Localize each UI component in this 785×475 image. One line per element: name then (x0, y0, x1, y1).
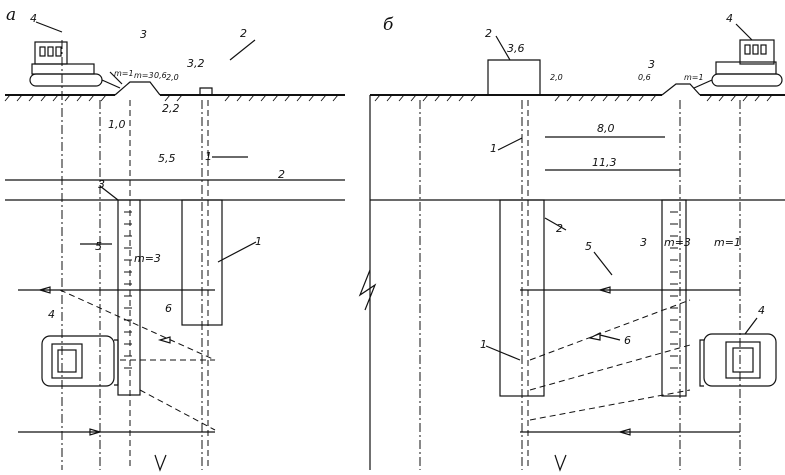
panel-a-letter: а (6, 5, 16, 25)
slope-a-top2: m=3 (134, 71, 154, 80)
label-a-1-top: 1 (205, 150, 212, 163)
panel-a: а (4, 5, 345, 470)
panel-b-letter: б (383, 15, 394, 35)
break-mark-bottom (554, 454, 567, 472)
label-b-2-plan: 2 (556, 222, 563, 235)
dim-a-0-6: 0,6 (154, 71, 167, 80)
label-b-1-plan: 1 (480, 338, 487, 351)
label-a-2-top: 2 (240, 27, 247, 40)
trench-3-b (661, 199, 687, 397)
label-a-5: 5 (95, 240, 102, 253)
label-b-3-plan: 3 (640, 236, 647, 249)
break-mark-a-bottom (154, 454, 167, 472)
dim-b-0-6: 0,6 (638, 73, 651, 82)
label-a-4-plan: 4 (48, 308, 55, 321)
label-b-3-top: 3 (648, 58, 655, 71)
trench-3-ticks-b (670, 211, 678, 369)
label-a-2-plan: 2 (278, 168, 285, 181)
bulldozer-top-a (29, 41, 123, 89)
break-mark-left (358, 269, 377, 311)
dim-a-2-2: 2,2 (162, 102, 180, 115)
slope-b-mid2: m=1 (714, 236, 741, 249)
dim-a-5-5: 5,5 (158, 152, 176, 165)
slope-a-mid: m=3 (134, 252, 161, 265)
slope-b-top: m=1 (684, 73, 704, 82)
dim-a-3-2: 3,2 (187, 57, 205, 70)
dim-b-8-0: 8,0 (597, 122, 615, 135)
label-a-3-plan: 3 (98, 178, 105, 191)
slope-a-top: m=1 (114, 69, 134, 78)
dim-b-2-0: 2,0 (550, 73, 563, 82)
bulldozer-plan-b (699, 333, 777, 387)
label-b-2-top: 2 (485, 27, 492, 40)
label-b-6: 6 (624, 334, 631, 347)
pit-section-b (487, 59, 541, 95)
trench-section-a (114, 81, 161, 96)
ground-hatch-a (4, 94, 339, 102)
leader-lines-b (485, 23, 758, 361)
label-a-1-plan: 1 (255, 235, 262, 248)
dim-b-11-3: 11,3 (592, 156, 617, 169)
leader-lines-a (35, 21, 257, 263)
ground-hatch-b (374, 94, 773, 102)
dim-lines-b (545, 136, 680, 171)
trench-3-a (117, 199, 141, 396)
trench-3-ticks-a (124, 211, 132, 369)
dim-b-3-6: 3,6 (507, 42, 525, 55)
trench-section-b (661, 83, 701, 96)
movement-arrows-a (18, 286, 216, 436)
dim-a-2-0: 2,0 (166, 73, 179, 82)
bulldozer-plan-a (41, 335, 119, 387)
pit-2-plan-b (499, 199, 545, 397)
panel-b: б (358, 12, 785, 472)
label-b-4-top: 4 (726, 12, 733, 25)
pit-section-a (199, 87, 213, 95)
dim-a-1-0: 1,0 (108, 118, 126, 131)
movement-arrows-b (520, 286, 740, 436)
label-a-3-top: 3 (140, 28, 147, 41)
bulldozer-top-b (693, 39, 783, 89)
label-b-5: 5 (585, 240, 592, 253)
label-b-1-top: 1 (490, 142, 497, 155)
label-a-6: 6 (165, 302, 172, 315)
label-b-4-plan: 4 (758, 304, 765, 317)
slope-b-mid: m=3 (664, 236, 691, 249)
label-a-4-top: 4 (30, 12, 37, 25)
